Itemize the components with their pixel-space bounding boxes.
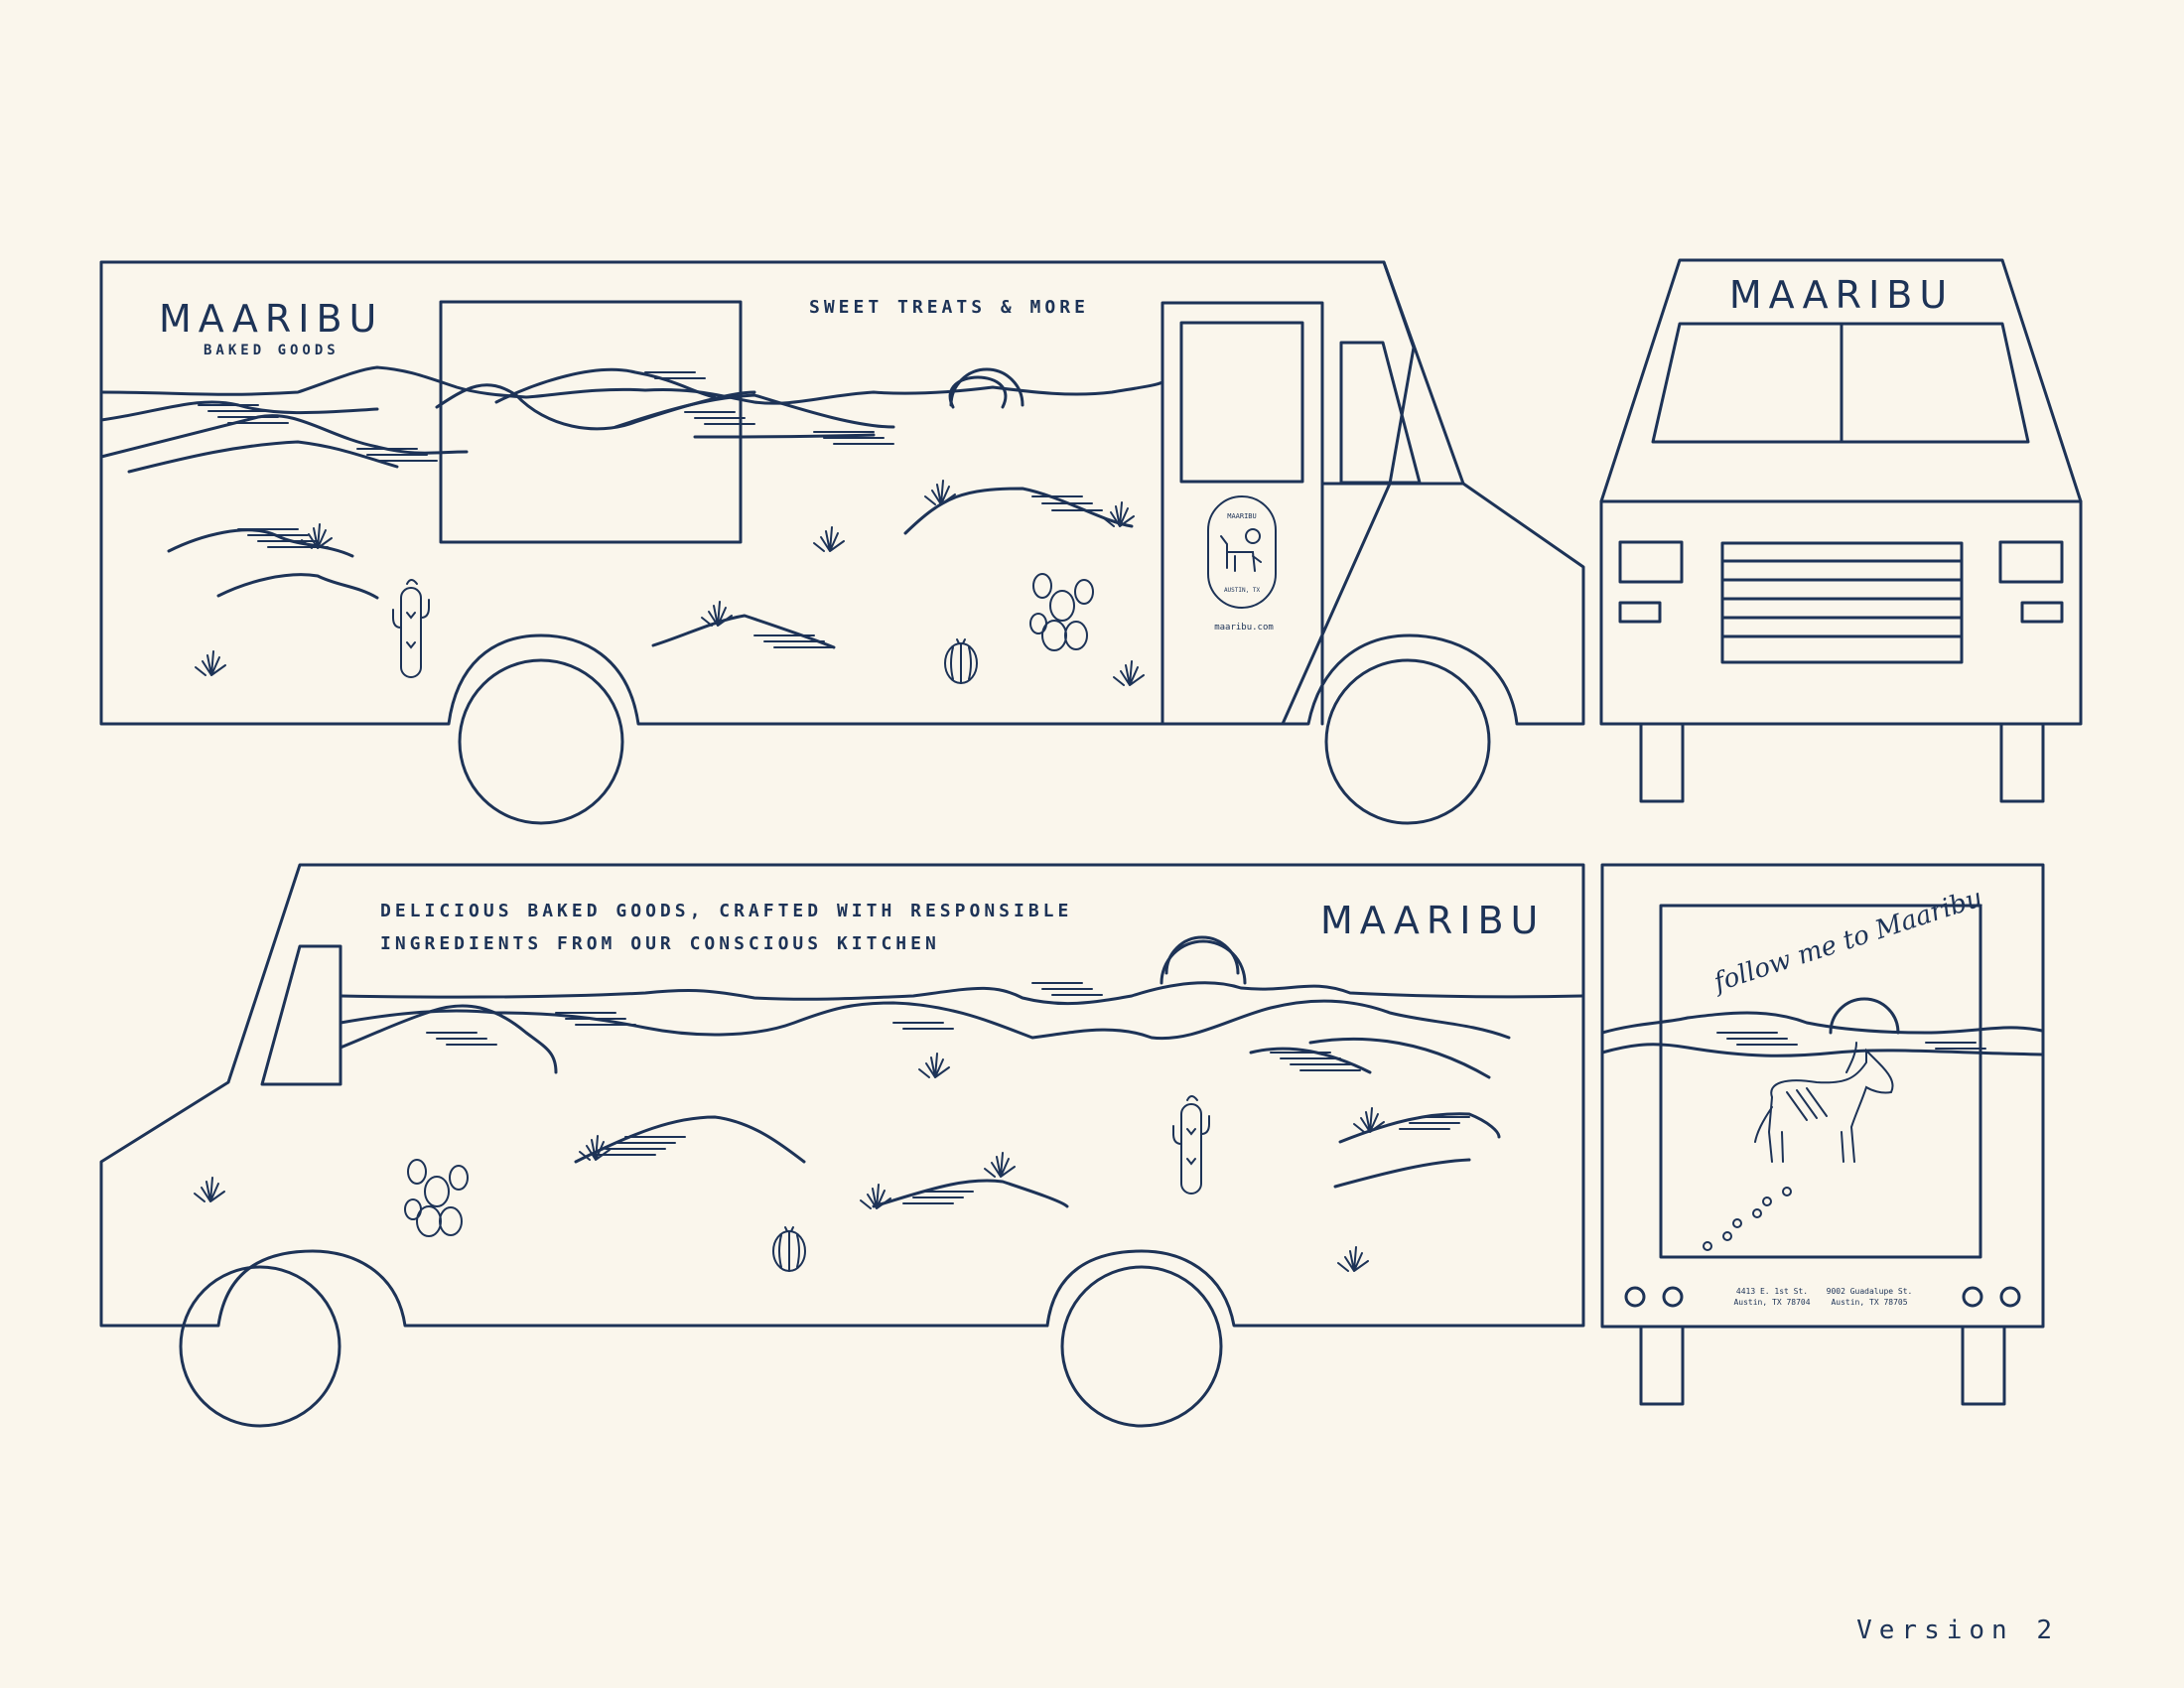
tagline-bottom-line2: INGREDIENTS FROM OUR CONSCIOUS KITCHEN [380, 933, 940, 954]
landscape-top-hills [99, 365, 1164, 405]
front-body [1599, 499, 2083, 726]
grass-icon [813, 526, 845, 552]
door-sticker: MAARIBU AUSTIN, TX maaribu.com [1207, 495, 1277, 633]
grass-icon [1113, 660, 1145, 686]
version-label: Version 2 [1856, 1616, 2059, 1645]
hoofprints-icon [1703, 1187, 1792, 1251]
rear-light-right-1 [1962, 1286, 1983, 1308]
grass-icon [195, 650, 226, 676]
indicator-left [1618, 601, 1662, 624]
barrel-cactus-icon [944, 638, 978, 684]
truck-side-top-body [99, 260, 1585, 726]
truck-rear: follow me to Maaribu 4413 E. 1st St. Aus… [1600, 863, 2045, 1406]
rear-light-left-2 [1662, 1286, 1684, 1308]
rear-location2-line2: Austin, TX 78705 [1831, 1298, 1907, 1307]
rear-location2-line1: 9002 Guadalupe St. [1827, 1287, 1913, 1296]
rear-script: follow me to Maaribu [1708, 883, 1986, 998]
sun-top [949, 367, 1024, 407]
svg-text:MAARIBU: MAARIBU [1227, 512, 1257, 520]
rear-light-left-1 [1624, 1286, 1646, 1308]
rear-body [1600, 863, 2045, 1329]
grass-icon [194, 1177, 225, 1202]
grass-icon [984, 1152, 1016, 1178]
wheel-front-bottom [179, 1265, 341, 1428]
wheel-rear-bottom [1060, 1265, 1223, 1428]
rear-location1-line1: 4413 E. 1st St. [1736, 1287, 1808, 1296]
donkey-illustration [1754, 1042, 1894, 1163]
rear-wheel-left [1639, 1325, 1685, 1406]
rear-light-right-2 [1999, 1286, 2021, 1308]
grass-icon [1337, 1246, 1369, 1272]
door-url: maaribu.com [1214, 623, 1274, 633]
grass-icon [1103, 501, 1135, 527]
saguaro-cactus-icon [1172, 1095, 1210, 1195]
front-wheel-right [1999, 722, 2045, 803]
hatching-bottom [426, 982, 1470, 1204]
tagline-top: SWEET TREATS & MORE [809, 297, 1089, 318]
rear-wheel-right [1961, 1325, 2006, 1406]
door-window [1179, 321, 1304, 484]
brand-bottom: MAARIBU [1320, 899, 1545, 942]
cab-window [1339, 341, 1422, 485]
cab-pillar [1281, 260, 1465, 726]
brand-top: MAARIBU [159, 297, 383, 341]
grass-icon [701, 601, 733, 627]
sun-bottom [1160, 939, 1247, 985]
rear-location1-line2: Austin, TX 78704 [1733, 1298, 1810, 1307]
tagline-bottom-line1: DELICIOUS BAKED GOODS, CRAFTED WITH RESP… [380, 901, 1072, 921]
grass-icon [860, 1184, 891, 1209]
cab-window-bottom [260, 944, 342, 1086]
grass-icon [918, 1053, 950, 1078]
hatching-top [198, 371, 1103, 648]
brand-front: MAARIBU [1729, 273, 1954, 317]
wheel-rear-top [458, 658, 624, 825]
indicator-right [2020, 601, 2064, 624]
grille [1720, 541, 1964, 664]
front-wheel-left [1639, 722, 1685, 803]
prickly-pear-cactus-icon [404, 1159, 469, 1237]
door-outline [1160, 301, 1324, 726]
brand-subtitle-top: BAKED GOODS [204, 343, 340, 358]
saguaro-cactus-icon [392, 579, 430, 678]
truck-side-top: MAARIBU BAKED GOODS SWEET TREATS & MORE … [99, 260, 1585, 825]
wheel-front-top [1324, 658, 1491, 825]
prickly-pear-cactus-icon [1029, 573, 1094, 651]
windshield [1651, 322, 2030, 444]
truck-side-bottom-body [99, 863, 1585, 1328]
headlight-left [1618, 540, 1684, 584]
truck-side-bottom: DELICIOUS BAKED GOODS, CRAFTED WITH RESP… [99, 863, 1585, 1428]
truck-front: MAARIBU [1599, 258, 2083, 803]
headlight-right [1998, 540, 2064, 584]
sun-rear [1829, 997, 1900, 1035]
barrel-cactus-icon [772, 1226, 806, 1272]
rear-door-panel [1659, 904, 1982, 1259]
svg-text:AUSTIN, TX: AUSTIN, TX [1224, 587, 1261, 594]
service-window [439, 300, 743, 544]
